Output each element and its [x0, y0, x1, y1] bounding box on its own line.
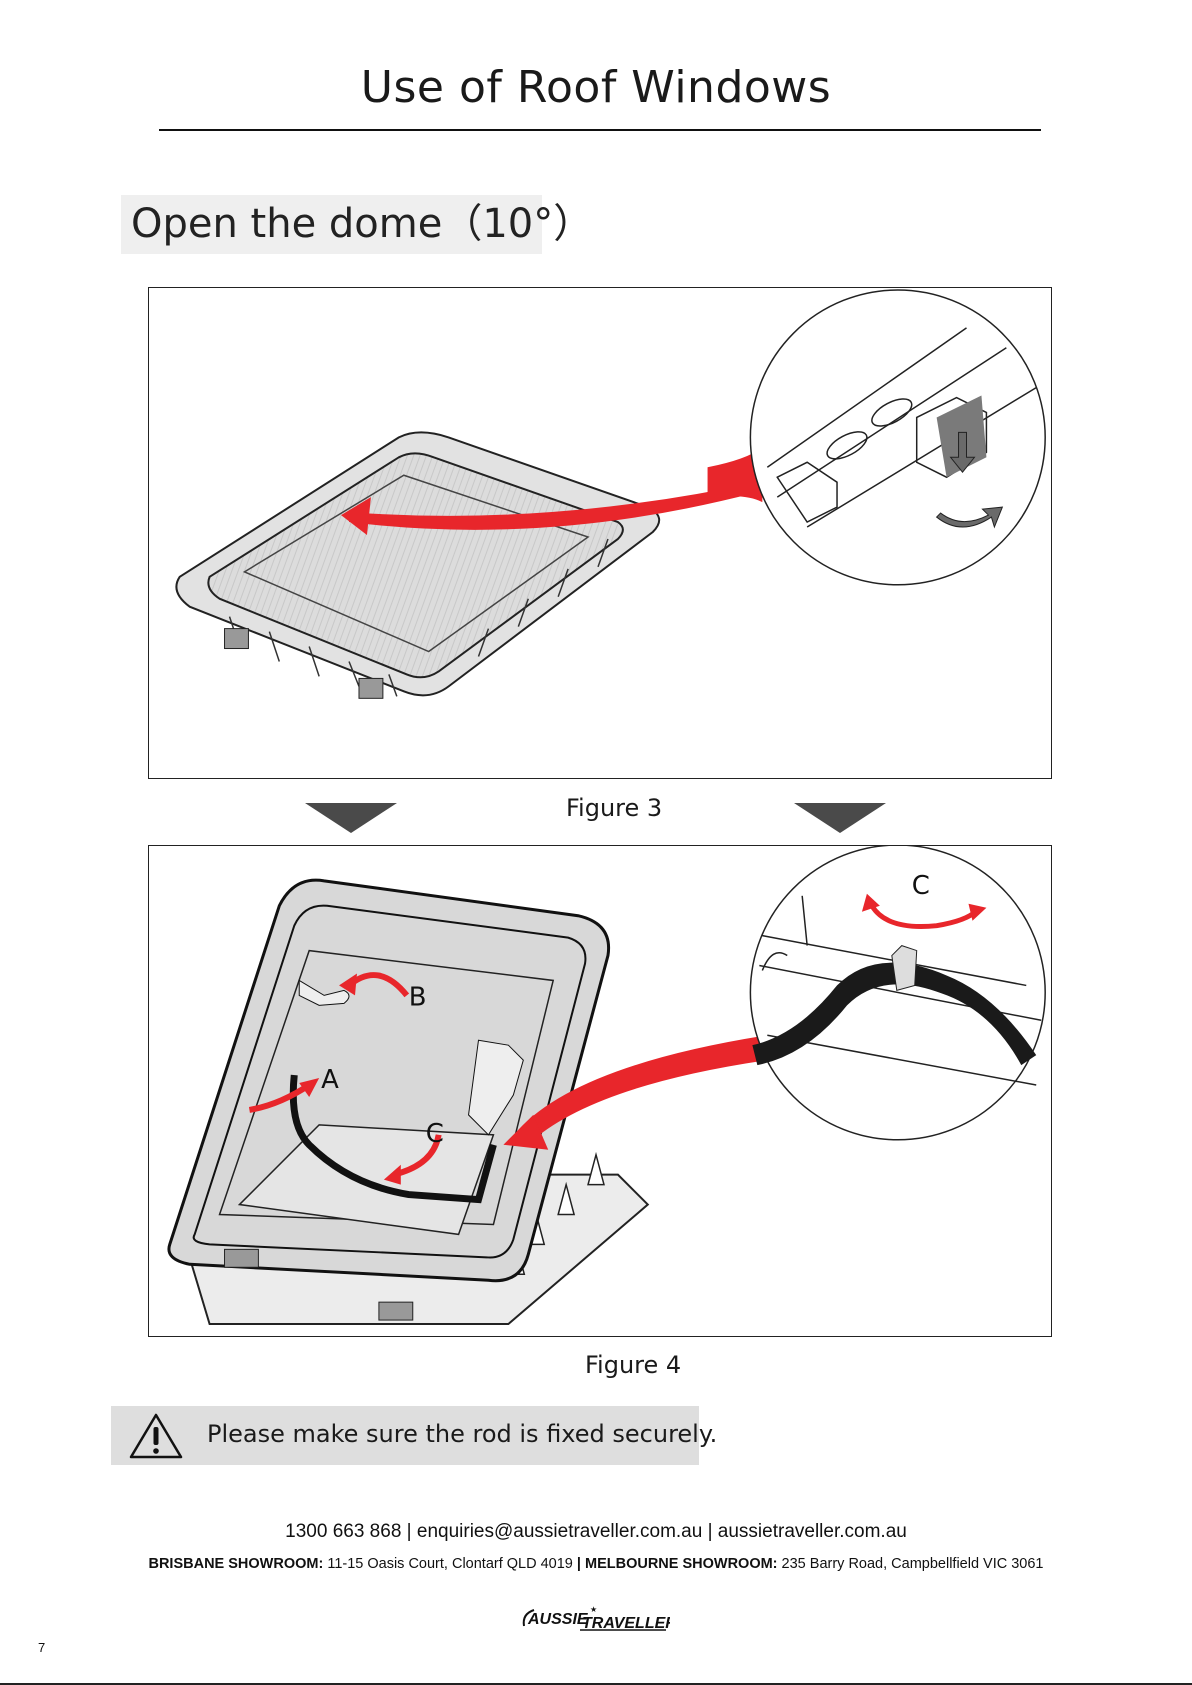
- bottom-divider: [0, 1683, 1192, 1685]
- section-heading: Open the dome（10°）: [121, 195, 593, 254]
- red-arrow-c: [393, 1134, 442, 1178]
- brisbane-label: BRISBANE SHOWROOM:: [148, 1556, 324, 1572]
- brisbane-address: 11-15 Oasis Court, Clontarf QLD 4019: [327, 1556, 573, 1572]
- down-pointer-right: [794, 803, 886, 833]
- page-number: 7: [38, 1640, 46, 1655]
- hinge: [358, 677, 384, 699]
- showroom-addresses: BRISBANE SHOWROOM: 11-15 Oasis Court, Cl…: [0, 1556, 1192, 1572]
- figure-3-illustration: [175, 289, 1046, 699]
- support-rod-detail: [752, 962, 1037, 1066]
- up-arrow-icon: [949, 431, 976, 474]
- label-a: A: [321, 1065, 339, 1095]
- rod-clip: [891, 945, 918, 992]
- figure-4-caption: Figure 4: [585, 1351, 682, 1379]
- figure-3-caption: Figure 3: [566, 794, 663, 822]
- rotate-arrow-icon: [935, 506, 1004, 529]
- red-curved-arrow: [518, 1035, 768, 1140]
- title-divider: [159, 129, 1041, 131]
- warning-text: Please make sure the rod is fixed secure…: [207, 1420, 718, 1448]
- figure-4-illustration: B A C C: [167, 846, 1046, 1326]
- melbourne-label: MELBOURNE SHOWROOM:: [585, 1556, 778, 1572]
- latch-handle: [468, 1039, 524, 1136]
- arrow-head: [503, 1114, 549, 1150]
- aussie-traveller-logo: AUSSIE TRAVELLER ★: [522, 1605, 670, 1632]
- melbourne-address: 235 Barry Road, Campbellfield VIC 3061: [781, 1556, 1044, 1572]
- support-rod: [289, 1074, 497, 1204]
- down-pointer-left: [305, 803, 397, 833]
- label-c: C: [426, 1119, 444, 1149]
- arrow-head: [341, 497, 371, 535]
- svg-text:TRAVELLER: TRAVELLER: [582, 1615, 670, 1632]
- hinge: [378, 1301, 414, 1321]
- page-title: Use of Roof Windows: [360, 62, 832, 113]
- dome-lid: [207, 452, 624, 679]
- label-b: B: [409, 982, 427, 1012]
- label-c-detail: C: [912, 871, 930, 901]
- address-separator: |: [576, 1556, 581, 1572]
- red-arrow-c-detail: [869, 904, 979, 929]
- warning-triangle-icon: [129, 1413, 183, 1459]
- warning-banner: Please make sure the rod is fixed secure…: [111, 1406, 717, 1465]
- contact-info: 1300 663 868 | enquiries@aussietraveller…: [285, 1521, 907, 1542]
- detail-magnifier: [749, 289, 1046, 586]
- hinge: [224, 628, 249, 650]
- latch-handle: [298, 979, 350, 1006]
- red-curved-arrow: [349, 482, 758, 530]
- hinge: [224, 1248, 259, 1268]
- svg-text:AUSSIE: AUSSIE: [527, 1611, 589, 1628]
- svg-text:★: ★: [590, 1605, 597, 1614]
- figure-3-frame: [148, 287, 1052, 779]
- figure-4-frame: B A C C: [148, 845, 1052, 1337]
